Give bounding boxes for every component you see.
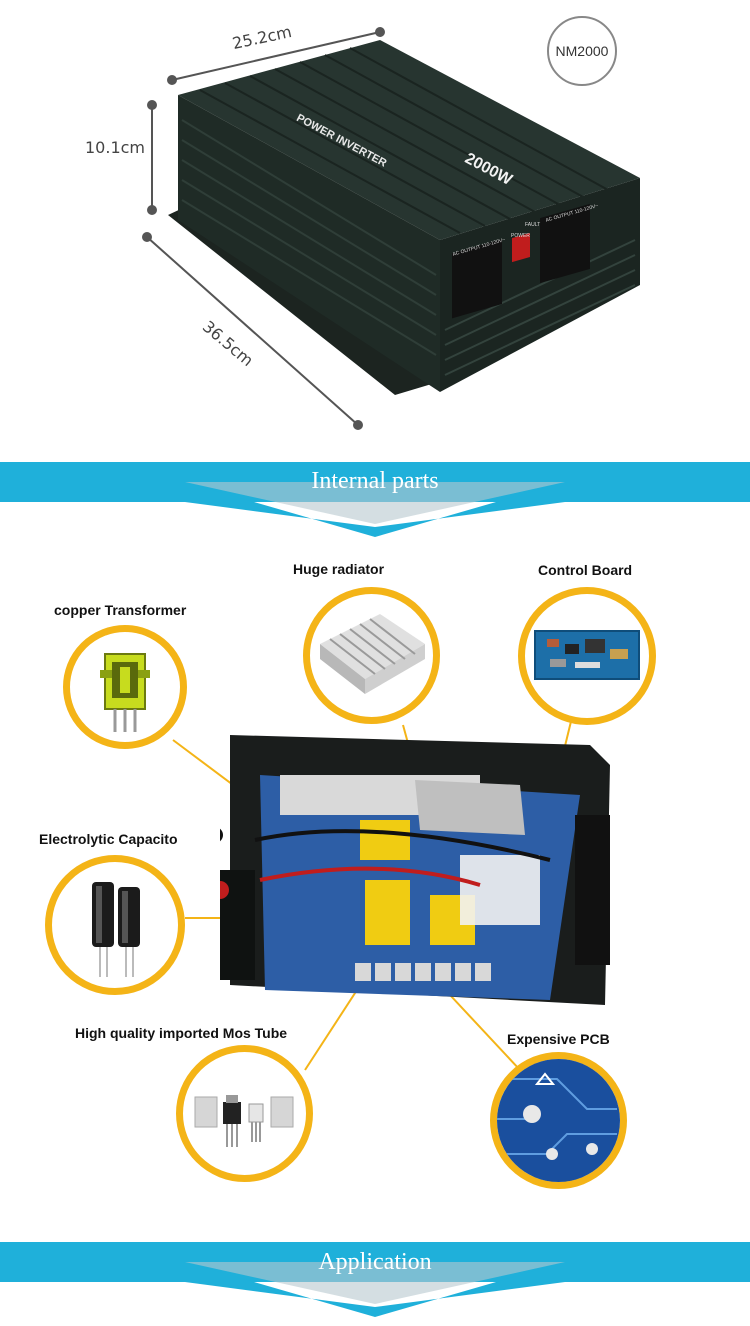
electrolytic-capacitor-label: Electrolytic Capacito bbox=[39, 831, 178, 847]
power-switch-label: POWER bbox=[511, 233, 530, 239]
control-board-label: Control Board bbox=[538, 562, 633, 578]
mos-tube-label: High quality imported Mos Tube bbox=[75, 1025, 288, 1041]
mos-tube-bubble bbox=[176, 1045, 313, 1182]
radiator-block bbox=[415, 780, 525, 835]
radiator-icon bbox=[320, 614, 425, 694]
control-board-icon bbox=[534, 630, 640, 680]
expensive-pcb-bubble bbox=[490, 1052, 627, 1189]
internal-parts-title: Internal parts bbox=[311, 468, 439, 494]
expensive-pcb-label: Expensive PCB bbox=[507, 1031, 610, 1047]
huge-radiator-bubble bbox=[303, 587, 440, 724]
application-banner-arrow bbox=[185, 1262, 565, 1317]
capacitor-icon bbox=[92, 882, 140, 977]
transformer-icon bbox=[100, 653, 150, 732]
control-board-bubble bbox=[518, 587, 656, 725]
model-badge: NM2000 bbox=[547, 16, 617, 86]
height-dimension-label: 10.1cm bbox=[85, 138, 146, 157]
inverter-interior-image bbox=[207, 735, 615, 1013]
copper-transformer-bubble bbox=[63, 625, 187, 749]
product-dimension-section: POWER INVERTER 2000W AC OUTPUT 110-120V~… bbox=[0, 0, 750, 450]
electrolytic-capacitor-bubble bbox=[45, 855, 185, 995]
internal-parts-banner-arrow bbox=[185, 482, 565, 537]
mos-tube-icon bbox=[194, 1095, 294, 1147]
pcb-icon bbox=[497, 1059, 620, 1182]
inverter-product-image bbox=[142, 27, 640, 430]
huge-radiator-label: Huge radiator bbox=[293, 561, 385, 577]
copper-transformer-label: copper Transformer bbox=[54, 602, 187, 618]
fault-label: FAULT bbox=[525, 222, 541, 228]
application-title: Application bbox=[318, 1249, 432, 1275]
